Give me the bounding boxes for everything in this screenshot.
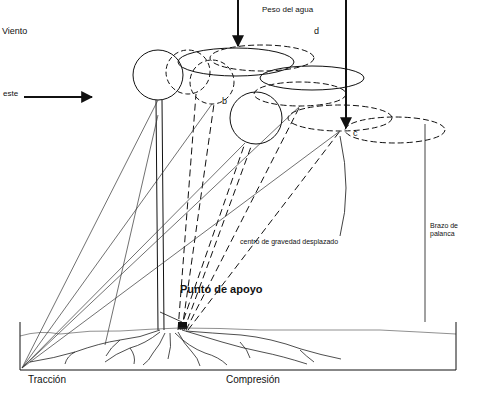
- crown-ellipse: [254, 82, 346, 106]
- soil-bracket: [20, 322, 456, 370]
- trunk-line: [184, 144, 252, 330]
- roots: [30, 330, 341, 366]
- crown-ellipse: [210, 45, 314, 71]
- figure-label: centro de gravedad desplazado: [240, 238, 380, 246]
- weight-arrow: [345, 0, 347, 128]
- figure-label: Tracción: [28, 374, 108, 386]
- trunk-line: [162, 100, 164, 330]
- ground-line: [20, 328, 456, 336]
- force-line: [105, 115, 158, 345]
- tree-crown: [133, 50, 183, 100]
- figure-label: Compresión: [226, 374, 326, 386]
- trunk-line: [182, 104, 214, 330]
- figure-label: Viento: [2, 26, 52, 36]
- wind-arrow: [24, 96, 92, 98]
- force-line: [22, 100, 158, 368]
- fulcrum-label: Punto de apoyo: [180, 283, 290, 296]
- figure-label: b: [222, 96, 236, 106]
- trunk-line: [186, 106, 300, 330]
- root: [30, 330, 160, 362]
- tree-crown: [230, 92, 282, 144]
- root: [65, 340, 314, 364]
- crown-ellipse: [345, 117, 445, 143]
- trunk-line: [156, 100, 158, 330]
- figure-label: d: [314, 26, 328, 36]
- crown-ellipse: [178, 48, 294, 76]
- figure-label: Brazo de palanca: [430, 222, 466, 238]
- force-line: [22, 143, 245, 368]
- trunk-line: [180, 143, 245, 330]
- figure-label: este: [3, 89, 33, 98]
- leader-line: [160, 312, 182, 322]
- weight-arrow: [237, 0, 239, 46]
- displaced-crowns: [166, 45, 445, 144]
- tree-crown: [166, 50, 210, 94]
- figure-label: c: [353, 128, 367, 138]
- force-line: [22, 131, 340, 368]
- root: [168, 333, 171, 359]
- trunk-line: [188, 131, 340, 330]
- crown-ellipse: [288, 105, 392, 131]
- tree-crown: [190, 60, 234, 104]
- root: [175, 333, 227, 365]
- root: [105, 332, 160, 362]
- lever-arm-line: [425, 124, 426, 322]
- root: [143, 333, 165, 365]
- figure-label: Peso del agua: [262, 5, 342, 14]
- crown-ellipse: [260, 66, 364, 90]
- root: [186, 331, 341, 359]
- displaced-trunks: [178, 94, 340, 330]
- leader-line: [340, 136, 346, 236]
- force-line: [22, 104, 212, 368]
